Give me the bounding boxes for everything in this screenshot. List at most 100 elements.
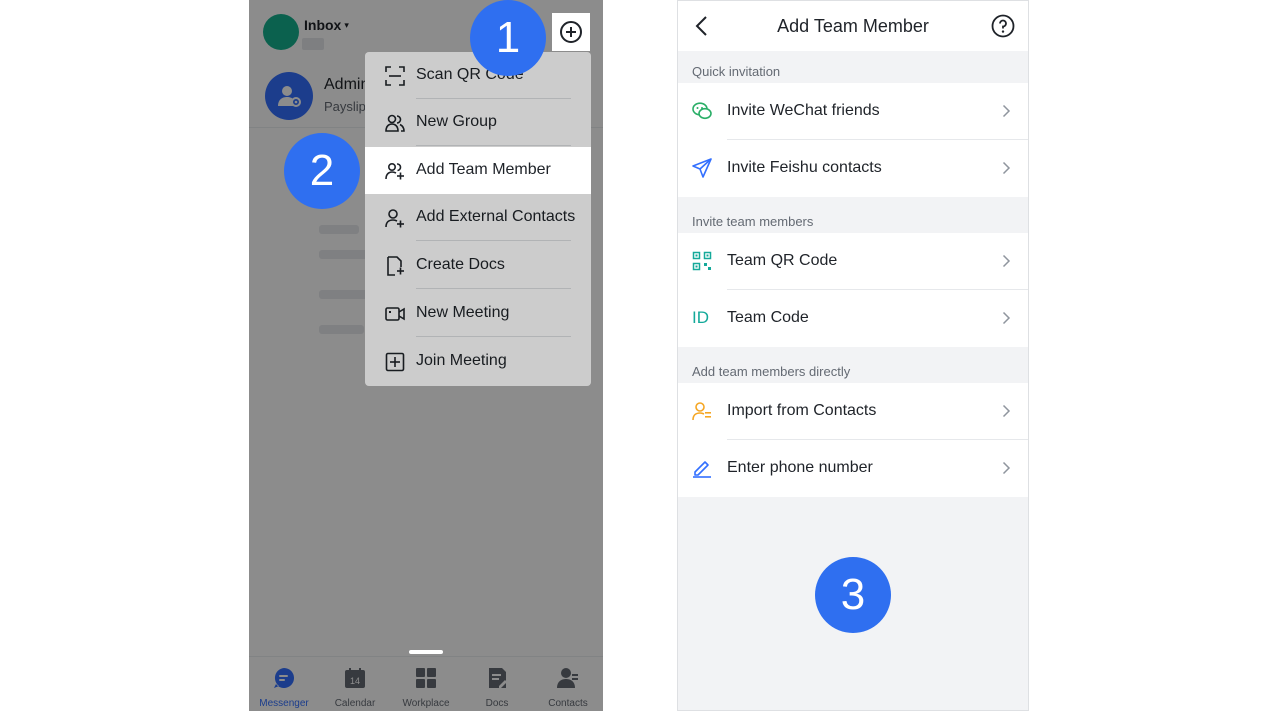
paper-plane-icon: [692, 158, 712, 178]
menu-item-join-meeting[interactable]: Join Meeting: [365, 338, 591, 385]
placeholder-line: [319, 225, 359, 234]
row-label: Import from Contacts: [727, 402, 877, 419]
tab-workplace[interactable]: Workplace: [391, 667, 461, 709]
group-icon: [385, 114, 405, 132]
chevron-right-icon: [1002, 311, 1011, 325]
step-badge-3: 3: [815, 557, 891, 633]
chat-preview: Payslip: [324, 99, 366, 114]
step-badge-1: 1: [470, 0, 546, 76]
row-label: Enter phone number: [727, 459, 873, 476]
chevron-right-icon: [1002, 254, 1011, 268]
row-enter-phone-number[interactable]: Enter phone number: [678, 440, 1028, 497]
tab-label: Docs: [485, 698, 509, 709]
messenger-header: Inbox▾: [249, 0, 603, 60]
pencil-icon: [693, 461, 711, 478]
divider: [416, 336, 571, 337]
section-invite-team-members: Team QR Code ID Team Code: [678, 233, 1028, 347]
row-label: Invite WeChat friends: [727, 102, 880, 119]
menu-item-new-meeting[interactable]: New Meeting: [365, 290, 591, 337]
id-icon: ID: [692, 308, 709, 327]
help-icon[interactable]: [991, 14, 1015, 38]
inbox-label: Inbox: [304, 17, 342, 33]
tab-messenger[interactable]: Messenger: [249, 667, 319, 709]
chat-bubble-icon: [274, 668, 294, 688]
row-import-from-contacts[interactable]: Import from Contacts: [678, 383, 1028, 440]
plus-square-icon: [385, 352, 405, 372]
quick-action-menu: Scan QR Code New Group Add Team Member: [365, 52, 591, 386]
row-invite-wechat-friends[interactable]: Invite WeChat friends: [678, 83, 1028, 140]
menu-item-new-group[interactable]: New Group: [365, 99, 591, 146]
wechat-icon: [692, 102, 712, 120]
row-label: Team QR Code: [727, 252, 838, 269]
admin-avatar: [265, 72, 313, 120]
tab-label: Messenger: [259, 698, 309, 709]
chevron-right-icon: [1002, 404, 1011, 418]
tab-calendar[interactable]: 14 Calendar: [320, 667, 390, 709]
menu-item-label: New Meeting: [416, 304, 510, 321]
contacts-icon: [557, 668, 578, 688]
placeholder-line: [319, 250, 379, 259]
menu-item-add-external-contacts[interactable]: Add External Contacts: [365, 194, 591, 241]
bottom-tab-bar: Messenger 14 Calendar Workplace: [249, 656, 603, 711]
row-invite-feishu-contacts[interactable]: Invite Feishu contacts: [678, 140, 1028, 197]
add-team-icon: [385, 162, 404, 180]
home-indicator: [409, 650, 443, 654]
inbox-dropdown[interactable]: Inbox▾: [304, 17, 349, 33]
tab-docs[interactable]: Docs: [462, 667, 532, 709]
chevron-right-icon: [1002, 461, 1011, 475]
section-title: Add team members directly: [692, 364, 851, 379]
user-gear-icon: [278, 86, 301, 107]
menu-item-label: Add Team Member: [416, 161, 551, 178]
chat-name: Admin: [324, 76, 370, 93]
divider: [727, 289, 1028, 290]
placeholder-line: [319, 290, 369, 299]
menu-item-label: New Group: [416, 113, 497, 130]
divider: [416, 145, 571, 146]
menu-item-label: Add External Contacts: [416, 208, 576, 225]
grid-icon: [416, 668, 436, 688]
placeholder-line: [319, 325, 364, 334]
chat-list-item[interactable]: Admin Payslip: [249, 64, 603, 128]
tab-contacts[interactable]: Contacts: [533, 667, 603, 709]
row-label: Invite Feishu contacts: [727, 159, 882, 176]
tab-label: Calendar: [334, 698, 376, 709]
tab-label: Workplace: [402, 698, 450, 709]
page-title: Add Team Member: [777, 16, 929, 36]
status-chip: [302, 38, 324, 50]
section-title: Invite team members: [692, 214, 814, 229]
left-phone-screen: Inbox▾ Admin Payslip Messenger: [249, 0, 603, 711]
qr-code-icon: [692, 251, 712, 271]
divider: [416, 240, 571, 241]
menu-item-label: Create Docs: [416, 256, 505, 273]
chevron-right-icon: [1002, 104, 1011, 118]
nav-header: Add Team Member: [678, 1, 1028, 51]
organization-avatar[interactable]: [263, 14, 299, 50]
import-contacts-icon: [692, 402, 711, 421]
row-label: Team Code: [727, 309, 809, 326]
scan-icon: [385, 66, 405, 86]
add-person-icon: [385, 209, 404, 228]
add-plus-button[interactable]: [552, 13, 590, 51]
divider: [727, 439, 1028, 440]
divider: [416, 288, 571, 289]
section-quick-invitation: Invite WeChat friends Invite Feishu cont…: [678, 83, 1028, 197]
chevron-right-icon: [1002, 161, 1011, 175]
menu-item-create-docs[interactable]: Create Docs: [365, 242, 591, 289]
docs-icon: [489, 668, 507, 688]
doc-plus-icon: [387, 256, 404, 276]
divider: [727, 139, 1028, 140]
caret-down-icon: ▾: [344, 20, 349, 30]
menu-item-add-team-member[interactable]: Add Team Member: [365, 147, 591, 194]
video-icon: [385, 307, 405, 321]
row-team-code[interactable]: ID Team Code: [678, 290, 1028, 347]
calendar-day: 14: [350, 676, 360, 686]
row-team-qr-code[interactable]: Team QR Code: [678, 233, 1028, 290]
section-add-team-members-directly: Import from Contacts Enter phone number: [678, 383, 1028, 497]
calendar-icon: 14: [345, 668, 365, 688]
back-chevron-icon[interactable]: [692, 15, 714, 37]
step-badge-2: 2: [284, 133, 360, 209]
tab-label: Contacts: [548, 698, 588, 709]
plus-circle-icon: [560, 21, 582, 43]
section-title: Quick invitation: [692, 64, 781, 79]
divider: [416, 98, 571, 99]
